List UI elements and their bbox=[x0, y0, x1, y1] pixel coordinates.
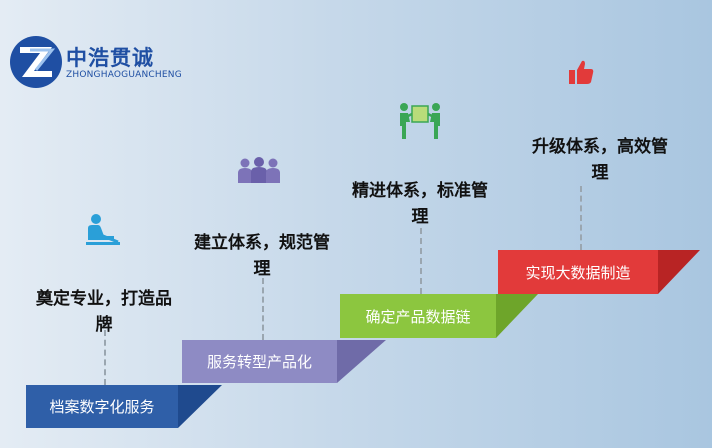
stair-2: 服务转型产品化 bbox=[182, 340, 337, 383]
step-2-caption-line2: 理 bbox=[253, 259, 271, 279]
step-3-caption: 精进体系，标准管 理 bbox=[332, 178, 508, 230]
connector-line-1 bbox=[104, 330, 106, 385]
step-1-caption-line2: 牌 bbox=[95, 315, 113, 335]
connector-line-3 bbox=[420, 228, 422, 294]
connector-line-4 bbox=[580, 186, 582, 250]
step-1-caption-line1: 奠定专业，打造品 bbox=[36, 289, 172, 309]
stair-4-label: 实现大数据制造 bbox=[525, 263, 631, 282]
step-2-caption-line1: 建立体系，规范管 bbox=[194, 233, 330, 253]
thumbs-up-icon bbox=[569, 60, 594, 84]
step-1-caption: 奠定专业，打造品 牌 bbox=[16, 286, 192, 338]
stair-1-label: 档案数字化服务 bbox=[49, 398, 155, 416]
step-2-caption: 建立体系，规范管 理 bbox=[174, 230, 350, 282]
step-3-caption-line2: 理 bbox=[411, 207, 429, 227]
stair-1: 档案数字化服务 bbox=[26, 385, 178, 428]
logo-mark-icon bbox=[10, 36, 62, 88]
stair-2-label: 服务转型产品化 bbox=[206, 353, 312, 371]
step-4-caption-line1: 升级体系，高效管 bbox=[532, 137, 668, 157]
step-3-caption-line1: 精进体系，标准管 bbox=[352, 181, 488, 201]
team-people-icon bbox=[238, 157, 280, 183]
stair-4: 实现大数据制造 bbox=[498, 250, 658, 294]
company-logo: 中浩贯诚 ZHONGHAOGUANCHENG bbox=[8, 34, 188, 96]
stair-4-side bbox=[658, 250, 700, 294]
step-4-caption-line2: 理 bbox=[591, 163, 609, 183]
logo-english-name: ZHONGHAOGUANCHENG bbox=[66, 70, 182, 80]
stair-3-label: 确定产品数据链 bbox=[365, 307, 471, 326]
stair-2-side bbox=[337, 340, 386, 383]
stair-3-side bbox=[496, 294, 538, 338]
logo-chinese-name: 中浩贯诚 bbox=[66, 46, 154, 70]
person-studying-icon bbox=[86, 214, 120, 245]
stair-3: 确定产品数据链 bbox=[340, 294, 496, 338]
connector-line-2 bbox=[262, 278, 264, 340]
people-carrying-box-icon bbox=[400, 103, 440, 139]
step-4-caption: 升级体系，高效管 理 bbox=[512, 134, 688, 186]
stair-1-side bbox=[178, 385, 222, 428]
